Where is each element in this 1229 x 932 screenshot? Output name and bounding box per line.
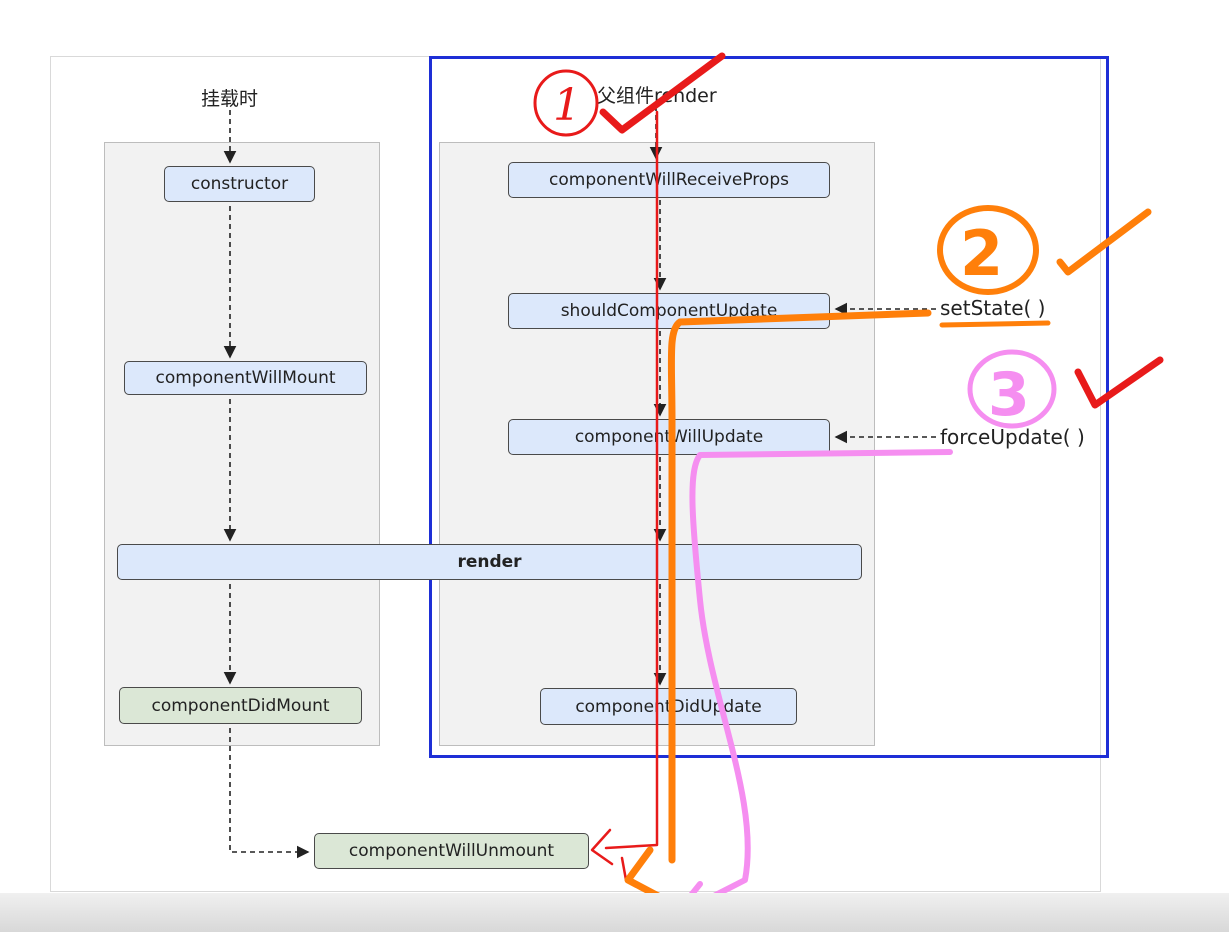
component-will-mount-node: componentWillMount <box>124 361 367 395</box>
force-update-trigger: forceUpdate( ) <box>940 425 1085 449</box>
mount-label: 挂载时 <box>201 88 259 110</box>
set-state-trigger: setState( ) <box>940 296 1046 320</box>
arrow-did-mount-to-unmount <box>229 728 310 859</box>
player-bottom-bar <box>0 893 1229 932</box>
component-will-unmount-node: componentWillUnmount <box>314 833 589 869</box>
constructor-node: constructor <box>164 166 315 202</box>
component-did-mount-node: componentDidMount <box>119 687 362 724</box>
mount-panel <box>104 142 380 746</box>
